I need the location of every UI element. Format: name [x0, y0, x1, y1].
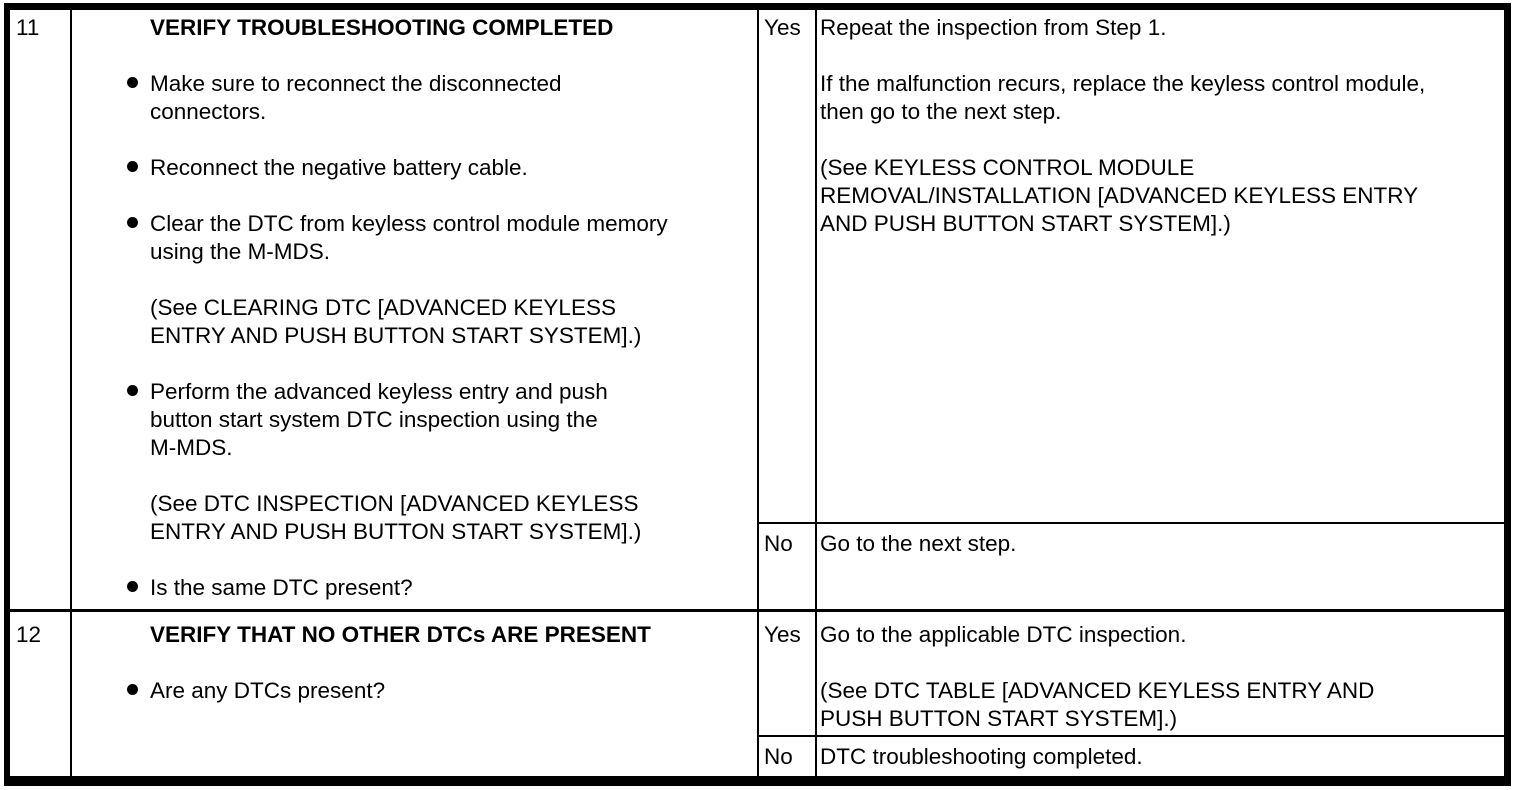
yes-outcome-row: Yes Repeat the inspection from Step 1. I…: [759, 10, 1504, 524]
result-cell: DTC troubleshooting completed.: [817, 737, 1504, 776]
result-text: Repeat the inspection from Step 1. If th…: [820, 15, 1426, 236]
inspection-cell: VERIFY TROUBLESHOOTING COMPLETED Make su…: [72, 10, 759, 609]
no-outcome-row: No DTC troubleshooting completed.: [759, 737, 1504, 776]
result-cell: Go to the next step.: [817, 524, 1504, 609]
list-item-text: Are any DTCs present?: [150, 678, 386, 703]
outcomes-column: Yes Repeat the inspection from Step 1. I…: [759, 10, 1504, 609]
see-reference-note: (See CLEARING DTC [ADVANCED KEYLESS ENTR…: [150, 294, 749, 350]
verdict-cell-no: No: [759, 524, 817, 609]
list-item-text: Reconnect the negative battery cable.: [150, 155, 528, 180]
bullet-icon: [127, 581, 138, 592]
troubleshooting-table: 11 VERIFY TROUBLESHOOTING COMPLETED Make…: [4, 3, 1511, 786]
note-text: (See DTC INSPECTION [ADVANCED KEYLESS EN…: [150, 491, 642, 544]
list-item-text: Perform the advanced keyless entry and p…: [150, 379, 608, 460]
step-number: 11: [16, 15, 40, 40]
step-number-cell: 12: [10, 612, 72, 776]
list-item-text: Clear the DTC from keyless control modul…: [150, 211, 668, 264]
inspection-cell: VERIFY THAT NO OTHER DTCs ARE PRESENT Ar…: [72, 612, 759, 776]
table-row-step-12: 12 VERIFY THAT NO OTHER DTCs ARE PRESENT…: [10, 612, 1504, 776]
list-item: Is the same DTC present?: [127, 574, 749, 602]
verdict-cell-yes: Yes: [759, 612, 817, 735]
result-text: Go to the next step.: [820, 531, 1017, 556]
result-text: Go to the applicable DTC inspection. (Se…: [820, 622, 1375, 731]
list-item-text: Is the same DTC present?: [150, 575, 413, 600]
step-number-cell: 11: [10, 10, 72, 609]
bullet-icon: [127, 77, 138, 88]
step-number: 12: [16, 622, 42, 647]
no-outcome-row: No Go to the next step.: [759, 524, 1504, 609]
inspection-content: VERIFY TROUBLESHOOTING COMPLETED Make su…: [72, 14, 757, 602]
list-item-text: Make sure to reconnect the disconnected …: [150, 71, 562, 124]
yes-outcome-row: Yes Go to the applicable DTC inspection.…: [759, 612, 1504, 737]
bullet-icon: [127, 385, 138, 396]
inspection-heading: VERIFY TROUBLESHOOTING COMPLETED: [150, 15, 614, 40]
result-cell: Repeat the inspection from Step 1. If th…: [817, 10, 1504, 522]
list-item: Reconnect the negative battery cable.: [127, 154, 749, 182]
bullet-icon: [127, 161, 138, 172]
note-text: (See CLEARING DTC [ADVANCED KEYLESS ENTR…: [150, 295, 642, 348]
bullet-icon: [127, 217, 138, 228]
verdict-cell-no: No: [759, 737, 817, 776]
list-item: Perform the advanced keyless entry and p…: [127, 378, 749, 462]
list-item: Clear the DTC from keyless control modul…: [127, 210, 749, 266]
inspection-content: VERIFY THAT NO OTHER DTCs ARE PRESENT Ar…: [72, 621, 757, 705]
result-text: DTC troubleshooting completed.: [820, 744, 1143, 769]
bullet-icon: [127, 684, 138, 695]
list-item: Are any DTCs present?: [127, 677, 749, 705]
table-row-step-11: 11 VERIFY TROUBLESHOOTING COMPLETED Make…: [10, 10, 1504, 612]
outcomes-column: Yes Go to the applicable DTC inspection.…: [759, 612, 1504, 776]
inspection-heading: VERIFY THAT NO OTHER DTCs ARE PRESENT: [150, 622, 651, 647]
see-reference-note: (See DTC INSPECTION [ADVANCED KEYLESS EN…: [150, 490, 749, 546]
result-cell: Go to the applicable DTC inspection. (Se…: [817, 612, 1504, 735]
verdict-cell-yes: Yes: [759, 10, 817, 522]
list-item: Make sure to reconnect the disconnected …: [127, 70, 749, 126]
